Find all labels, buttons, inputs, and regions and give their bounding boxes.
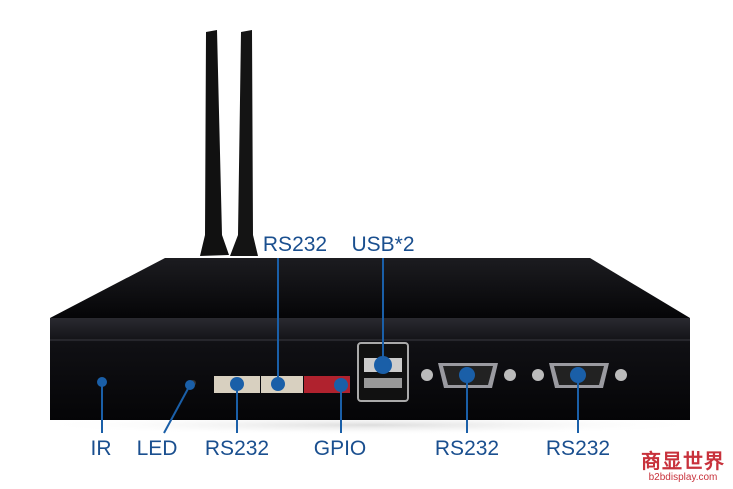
watermark-site: b2bdisplay.com	[648, 472, 718, 483]
label-gpio: GPIO	[313, 437, 367, 460]
label-rs232-db9-1: RS232	[434, 437, 500, 460]
watermark-logo: 商显世界 b2bdisplay.com	[641, 445, 725, 483]
label-rs232-db9-2: RS232	[545, 437, 611, 460]
device-top	[50, 258, 690, 318]
leader-lines	[97, 258, 586, 434]
label-led: LED	[136, 437, 178, 460]
label-usb: USB*2	[351, 233, 415, 256]
label-ir: IR	[90, 437, 112, 460]
label-rs232-header: RS232	[204, 437, 270, 460]
watermark-brand: 商显世界	[641, 451, 725, 473]
antennas	[200, 30, 258, 256]
label-rs232-top: RS232	[262, 233, 328, 256]
